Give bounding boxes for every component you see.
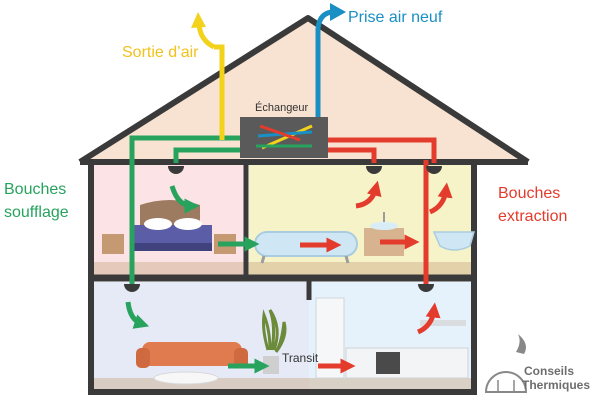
supply-arrow-living (125, 301, 150, 329)
extract-vent-sink (426, 166, 442, 174)
nightstand (102, 234, 124, 254)
bathroom (249, 165, 471, 275)
logo-igloo-icon (484, 371, 528, 393)
roof (78, 15, 530, 165)
fresh-air-label: Prise air neuf (348, 9, 443, 26)
logo-text-line1: Conseils (524, 364, 574, 378)
exchanger-label: Échangeur (255, 101, 309, 114)
supply-vent-living (124, 284, 140, 292)
supply-vent-bedroom (168, 166, 184, 174)
kitchen-shelf (420, 320, 466, 326)
exhaust-label: Sortie d’air (122, 44, 199, 61)
attic-area (84, 20, 522, 160)
exhaust-arrowhead (191, 12, 206, 28)
coffee-table (153, 371, 219, 385)
exhaust-arrow (196, 23, 216, 50)
logo-flame-icon (516, 334, 526, 354)
exchanger-arrows (256, 124, 313, 150)
transit-label: Transit (282, 351, 319, 365)
bed (132, 200, 212, 251)
fresh-air-arrowhead (330, 3, 346, 21)
extract-vents-label-line1: Bouches (498, 185, 560, 202)
extract-vents-label-line2: extraction (498, 208, 567, 225)
exhaust-duct (214, 44, 225, 140)
extract-arrow-kitchen (416, 302, 441, 335)
supply-vents-label-line2: soufflage (4, 204, 69, 221)
oven (376, 352, 400, 374)
extract-vent-bathroom (366, 166, 382, 174)
extract-arrow-sink (428, 182, 453, 215)
supply-arrow-bedroom (169, 185, 200, 214)
extract-ducts (328, 137, 437, 285)
supply-vents-label-line1: Bouches (4, 181, 66, 198)
extract-vent-kitchen (418, 284, 434, 292)
sofa (136, 342, 248, 368)
bathroom-sink (432, 231, 475, 251)
conseils-thermiques-logo: Conseils Thermiques (484, 334, 590, 393)
logo-text-line2: Thermiques (522, 378, 590, 392)
extract-arrow-bathroom (355, 180, 382, 209)
floor-strip-lower (94, 378, 471, 390)
kitchen-counter (345, 347, 469, 379)
floor-strip-upper (94, 262, 471, 275)
